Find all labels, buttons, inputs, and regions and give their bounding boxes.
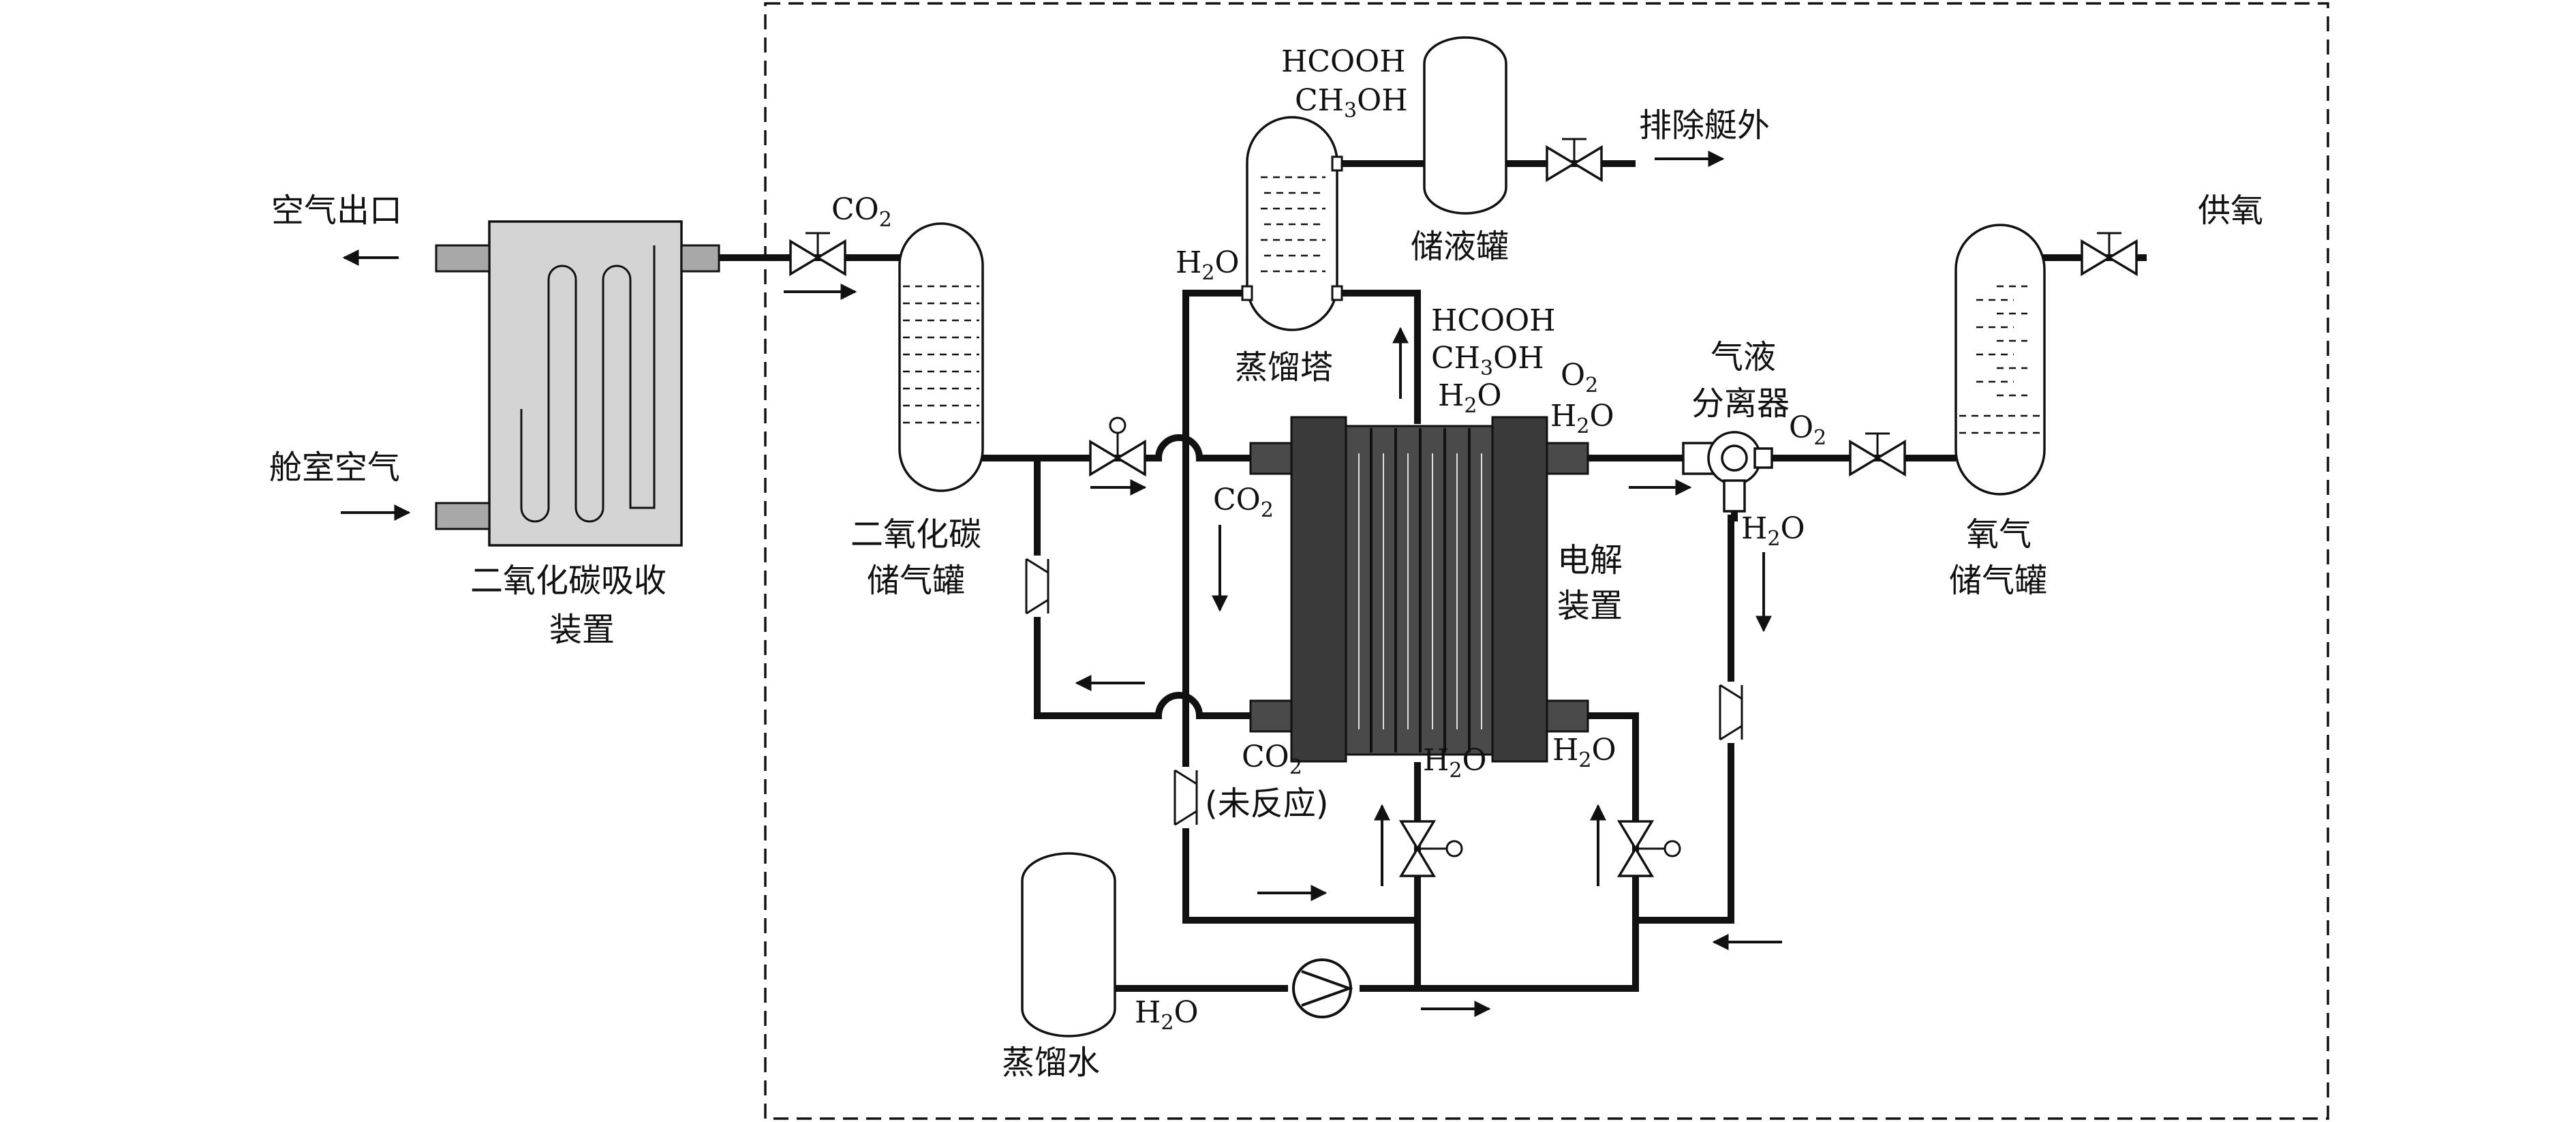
labels: 空气出口 舱室空气 二氧化碳吸收 装置 CO2 二氧化碳 储气罐 HCOOH C… — [269, 44, 2263, 1082]
label-co2-unreacted: CO2 — [1242, 740, 1302, 779]
label-o2-sep: O2 — [1789, 410, 1826, 450]
valve-icon — [1849, 432, 1906, 477]
pump-icon — [1292, 958, 1353, 1018]
absorber-port-bottom-left — [435, 502, 491, 530]
label-unreacted: (未反应) — [1205, 785, 1328, 823]
label-h2o-tower: H2O — [1176, 245, 1240, 285]
check-valve-icon — [1025, 556, 1049, 617]
label-o2-tank-1: 氧气 — [1966, 515, 2031, 554]
valve-icon — [1546, 138, 1603, 183]
absorber-port-top-left — [435, 244, 491, 273]
label-h2o-stack-bottom: H2O — [1423, 743, 1487, 783]
label-ch3oh-mid: CH3OH — [1431, 341, 1544, 380]
valve-icon — [1398, 820, 1463, 877]
pipes — [719, 160, 2147, 992]
separator-icon — [1682, 431, 1773, 513]
flow-arrow-icon — [341, 151, 1782, 1017]
valve-icon — [1616, 820, 1681, 877]
label-co2-top: CO2 — [831, 192, 892, 232]
distilled-water-tank — [1021, 852, 1116, 1037]
label-co2-stack-in: CO2 — [1213, 483, 1274, 522]
label-h2o-pump: H2O — [1135, 995, 1199, 1035]
liquid-storage-tank — [1423, 36, 1507, 215]
label-h2o-mid: H2O — [1438, 378, 1502, 418]
check-valve-icon — [1174, 767, 1198, 828]
valve-icon — [1089, 416, 1146, 477]
absorber-coil-icon — [520, 245, 656, 523]
label-ch3oh-top: CH3OH — [1295, 83, 1408, 123]
label-o2-stack: O2 — [1561, 358, 1598, 397]
label-o2-tank-2: 储气罐 — [1949, 562, 2047, 600]
system-boundary — [764, 2, 2329, 1120]
label-absorber-2: 装置 — [549, 611, 615, 649]
co2-storage-tank — [898, 222, 984, 492]
label-absorber-1: 二氧化碳吸收 — [470, 562, 666, 600]
label-h2o-sep-down: H2O — [1741, 511, 1805, 551]
label-supply-o2: 供氧 — [2198, 192, 2263, 230]
label-gl-sep-2: 分离器 — [1691, 384, 1790, 423]
label-discharge: 排除艇外 — [1639, 106, 1770, 145]
label-distilled-water: 蒸馏水 — [1002, 1044, 1100, 1082]
label-cabin-air: 舱室空气 — [269, 449, 400, 487]
label-gl-sep-1: 气液 — [1711, 338, 1776, 376]
distillation-tower — [1241, 116, 1343, 331]
label-hcooh-mid: HCOOH — [1431, 303, 1556, 338]
check-valve-icon — [1719, 682, 1743, 743]
label-co2-tank-1: 二氧化碳 — [850, 515, 981, 554]
valve-icon — [789, 232, 846, 277]
electrolyzer-stack — [1249, 416, 1589, 763]
label-distill-tower: 蒸馏塔 — [1235, 348, 1333, 386]
label-co2-tank-2: 储气罐 — [867, 562, 965, 600]
label-electrolysis-2: 装置 — [1557, 587, 1623, 625]
label-air-out: 空气出口 — [271, 192, 402, 230]
label-hcooh-top: HCOOH — [1281, 44, 1406, 79]
absorber-port-top-right — [680, 244, 720, 273]
o2-storage-tank — [1954, 224, 2046, 496]
label-h2o-stack-top: H2O — [1550, 399, 1614, 438]
label-h2o-stack-bottom-right: H2O — [1552, 733, 1616, 772]
co2-absorber — [435, 220, 720, 547]
label-electrolysis-1: 电解 — [1557, 541, 1623, 579]
absorber-body — [488, 220, 683, 547]
valve-icon — [2081, 232, 2138, 277]
label-liquid-tank: 储液罐 — [1411, 228, 1509, 266]
